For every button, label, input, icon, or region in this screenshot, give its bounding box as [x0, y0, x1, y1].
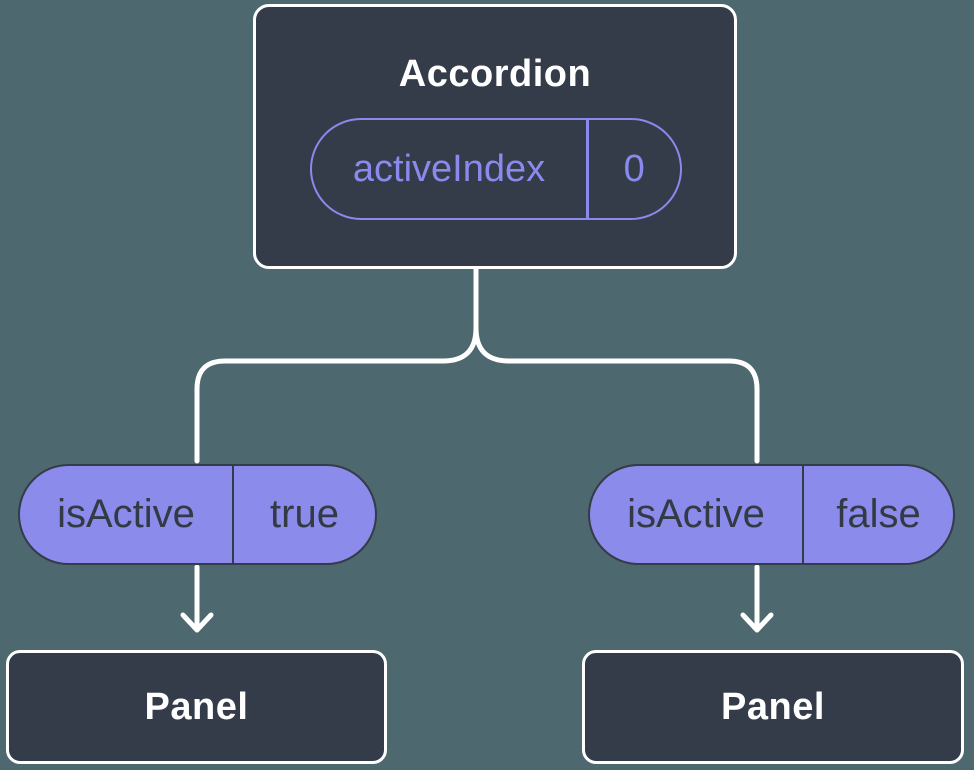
branch-line-left — [194, 263, 479, 464]
prop-pill-label: isActive — [627, 492, 765, 536]
state-pill-value: 0 — [623, 147, 645, 190]
panel-node-left: Panel — [6, 650, 387, 764]
accordion-title: Accordion — [398, 53, 592, 95]
accordion-node: Accordion activeIndex 0 — [253, 4, 737, 269]
prop-pill-value: false — [836, 492, 921, 536]
prop-pill-divider — [232, 466, 234, 563]
prop-pill-divider — [802, 466, 804, 563]
prop-pill-left: isActive true — [18, 464, 377, 565]
state-pill-label: activeIndex — [352, 147, 546, 190]
prop-pill-value: true — [270, 492, 339, 536]
prop-pill-label: isActive — [57, 492, 195, 536]
prop-pill-right: isActive false — [588, 464, 955, 565]
state-pill: activeIndex 0 — [310, 118, 682, 220]
panel-title: Panel — [144, 685, 249, 728]
branch-line-right — [473, 263, 760, 464]
down-arrow-left-icon — [180, 564, 214, 633]
panel-node-right: Panel — [582, 650, 964, 764]
down-arrow-right-icon — [740, 564, 774, 633]
state-pill-divider — [586, 120, 589, 218]
panel-title: Panel — [721, 685, 825, 728]
